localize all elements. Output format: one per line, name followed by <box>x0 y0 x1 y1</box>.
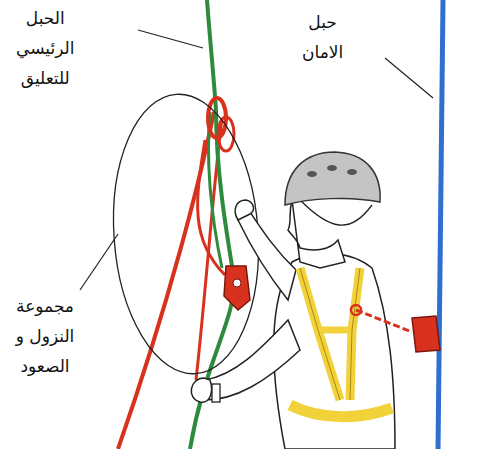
lower-hand <box>191 378 211 402</box>
helmet-vent <box>347 169 357 175</box>
lanyard-ring <box>351 305 361 315</box>
upper-hand <box>235 200 253 220</box>
device-bolt <box>233 279 241 287</box>
harness-belt <box>290 405 392 417</box>
group-outline <box>104 89 267 378</box>
main-rope <box>207 0 216 110</box>
helmet <box>285 152 380 205</box>
lanyard <box>356 310 412 332</box>
wristwatch <box>212 384 220 402</box>
raised-arm <box>238 212 296 300</box>
rope-label: حبل الامان <box>300 8 345 68</box>
leader-line <box>138 30 203 48</box>
group-label: مجموعة النزول و الصعود <box>2 292 88 381</box>
harness-chest <box>318 327 352 334</box>
descender-device <box>224 266 250 310</box>
leader-line <box>80 234 118 290</box>
helmet-vent <box>307 171 317 177</box>
safety-rope <box>438 0 443 449</box>
harness-edge <box>300 268 360 400</box>
helmet-vent <box>327 165 337 171</box>
chin-strap <box>300 200 372 225</box>
face <box>288 200 345 268</box>
fall-arrester <box>412 316 440 352</box>
leader-line <box>385 58 433 98</box>
red-rope <box>118 112 214 449</box>
rope-label: الحبل الرئيسي للتعليق <box>14 4 76 93</box>
